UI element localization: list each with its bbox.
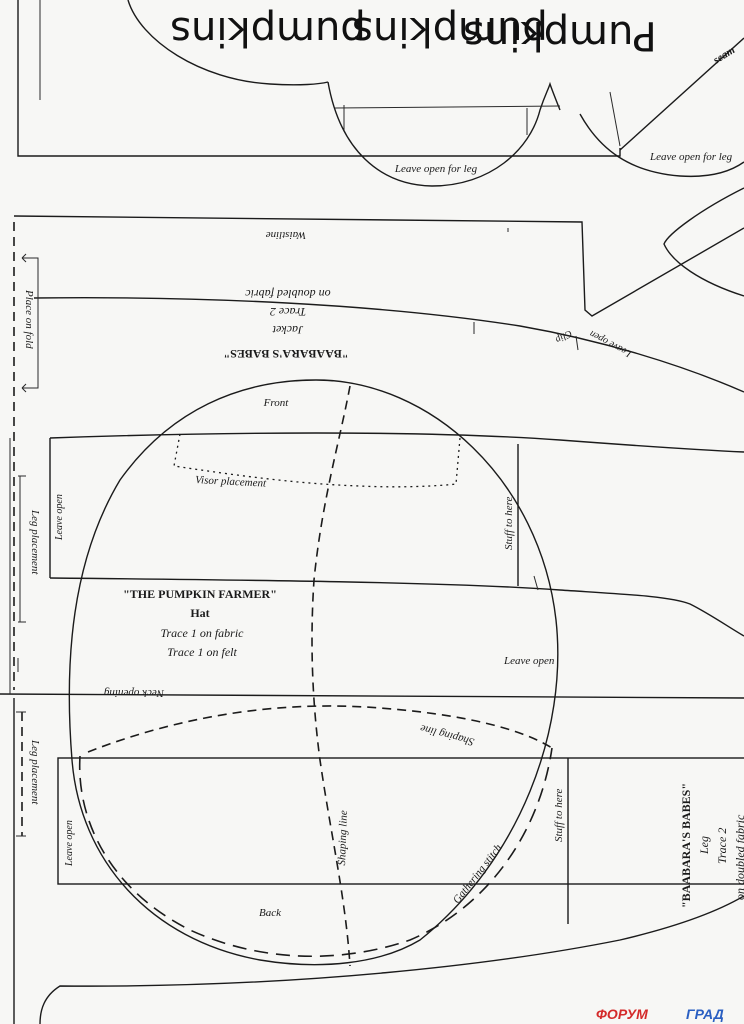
brand-label: "BAABARA'S BABES" — [679, 783, 693, 908]
doubled-fabric-label: on doubled fabric — [245, 287, 331, 301]
upper-leg-pattern-piece: Leg placement Leave open Stuff to here L… — [0, 432, 744, 699]
place-on-fold-label: Place on fold — [23, 289, 35, 349]
back-label: Back — [259, 907, 282, 919]
leave-open-label: Leave open — [503, 655, 555, 667]
visor-placement-line — [173, 433, 461, 488]
jacket-outline — [13, 215, 744, 317]
top-guide-line — [334, 105, 561, 109]
piece-name-label: Jacket — [272, 323, 303, 337]
fold-arrow — [21, 383, 27, 393]
brand-label: "BAABARA'S BABES" — [223, 347, 348, 361]
hat-pattern-piece: Front Visor placement "THE PUMPKIN FARME… — [68, 379, 559, 967]
leg-round-center — [327, 81, 561, 187]
right-diagonal-seam — [619, 37, 744, 151]
jacket-bottom-curve — [33, 297, 744, 393]
upper-piece-outline — [49, 432, 744, 453]
trace-felt-label: Trace 1 on felt — [167, 645, 237, 659]
leave-open-for-leg-label: Leave open for leg — [394, 163, 478, 175]
top-pattern-area: pumpkins pumpkins Pumpkins Leave open fo… — [17, 0, 744, 187]
watermark-part1: ФОРУМ — [596, 1006, 648, 1022]
front-label: Front — [263, 397, 290, 409]
notch — [609, 91, 621, 147]
hat-title: "THE PUMPKIN FARMER" — [123, 587, 277, 601]
hat-outline — [68, 379, 559, 966]
shaping-line-label: Shaping line — [336, 810, 350, 866]
leg-placement-label: Leg placement — [29, 739, 41, 805]
leg-round-right — [579, 113, 744, 178]
top-left-arc — [127, 0, 329, 86]
leave-open-label: Leave open — [54, 494, 65, 541]
leg-placement-label: Leg placement — [29, 509, 41, 575]
neck-opening-label: Neck opening — [103, 687, 165, 699]
notch — [533, 575, 539, 591]
piece-name-label: Leg — [697, 836, 711, 855]
shaping-line-label: Shaping line — [419, 722, 476, 748]
jacket-pattern-piece: Place on fold Waistline on doubled fabri… — [13, 187, 744, 690]
stuff-to-here-label: Stuff to here — [503, 497, 515, 550]
curved-shaping-line — [87, 705, 553, 753]
hat-name: Hat — [190, 606, 209, 620]
lower-leg-outline — [57, 757, 744, 885]
leave-open-for-leg-label: Leave open for leg — [649, 151, 733, 163]
place-on-fold-bracket — [22, 257, 39, 389]
handwritten-label: Pumpkins — [463, 12, 657, 58]
neck-line — [0, 693, 744, 699]
upper-piece-bottom — [49, 577, 744, 637]
forum-watermark: ФОРУМ ГРАД — [596, 1006, 724, 1022]
trace-count-label: Trace 2 — [270, 305, 306, 319]
vertical-shaping-line — [311, 385, 351, 967]
lower-leg-pattern-piece: Leg placement Leave open Stuff to here "… — [13, 698, 744, 1024]
handwritten-label: pumpkins — [352, 8, 548, 54]
leave-open-label: Leave open — [64, 820, 75, 867]
jacket-right-curve — [663, 187, 744, 297]
leave-open-label: Leave open — [588, 328, 635, 360]
trace-count-label: Trace 2 — [715, 828, 729, 864]
top-piece-outline — [17, 0, 621, 157]
doubled-fabric-label: on doubled fabric — [733, 814, 744, 900]
stuff-to-here-label: Stuff to here — [553, 789, 565, 842]
fold-arrow — [21, 253, 27, 263]
handwritten-label: pumpkins — [170, 8, 366, 54]
gathering-stitch-line — [78, 747, 553, 958]
waistline-label: Waistline — [266, 229, 307, 241]
trace-fabric-label: Trace 1 on fabric — [161, 626, 245, 640]
watermark-part2: ГРАД — [686, 1006, 724, 1022]
notch — [575, 335, 579, 351]
lower-curve — [39, 895, 744, 1024]
visor-placement-label: Visor placement — [195, 474, 267, 490]
clip-label: Clip — [553, 327, 573, 345]
